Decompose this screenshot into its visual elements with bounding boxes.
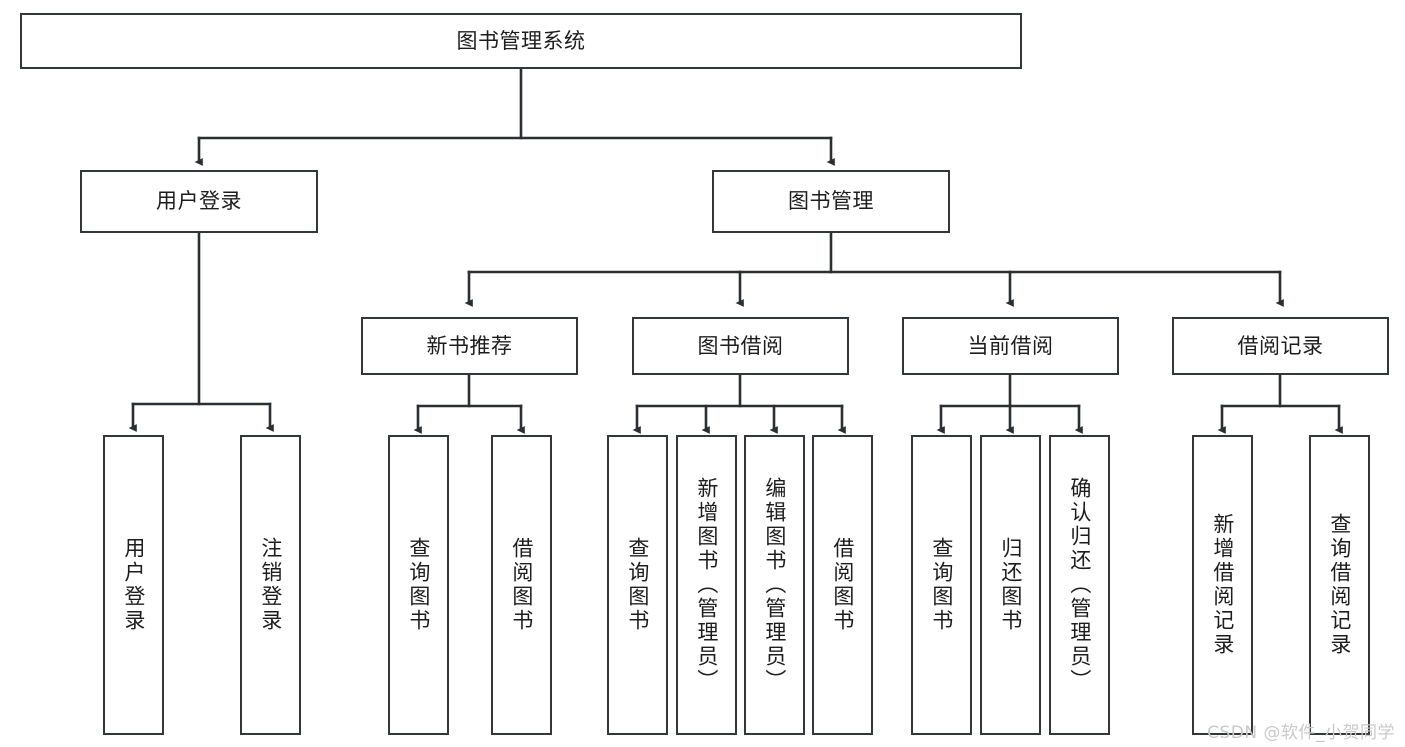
node-book-borrow-label: 图书借阅 [697,333,784,358]
leaf-query-book-3-label: 查询图书 [929,537,954,633]
watermark: CSDN @软件_小贺同学 [1207,723,1395,743]
leaf-add-book-label: 新增图书（管理员） [694,477,719,693]
leaf-borrow-book-1-label: 借阅图书 [509,537,534,633]
node-new-book-recommend[interactable]: 新书推荐 [361,317,578,375]
leaf-query-book-2[interactable]: 查询图书 [607,435,668,735]
node-current-borrow-label: 当前借阅 [967,333,1054,358]
leaf-query-book-1-label: 查询图书 [406,537,431,633]
node-user-login-label: 用户登录 [156,189,242,214]
leaf-borrow-book-2[interactable]: 借阅图书 [812,435,873,735]
leaf-logout-login[interactable]: 注销登录 [240,435,301,735]
node-root-label: 图书管理系统 [456,28,586,53]
leaf-logout-login-label: 注销登录 [258,537,283,633]
leaf-edit-book-label: 编辑图书（管理员） [762,477,787,693]
leaf-user-login[interactable]: 用户登录 [103,435,164,735]
node-borrow-record[interactable]: 借阅记录 [1172,317,1389,375]
leaf-query-book-1[interactable]: 查询图书 [388,435,449,735]
leaf-add-record-label: 新增借阅记录 [1210,513,1235,657]
leaf-add-book[interactable]: 新增图书（管理员） [676,435,737,735]
leaf-edit-book[interactable]: 编辑图书（管理员） [744,435,805,735]
leaf-confirm-return-label: 确认归还（管理员） [1067,477,1092,693]
leaf-query-book-2-label: 查询图书 [625,537,650,633]
leaf-borrow-book-1[interactable]: 借阅图书 [491,435,552,735]
leaf-query-book-3[interactable]: 查询图书 [911,435,972,735]
node-book-borrow[interactable]: 图书借阅 [632,317,849,375]
leaf-add-record[interactable]: 新增借阅记录 [1192,435,1253,735]
leaf-query-record[interactable]: 查询借阅记录 [1309,435,1370,735]
node-current-borrow[interactable]: 当前借阅 [902,317,1119,375]
leaf-query-record-label: 查询借阅记录 [1327,513,1352,657]
node-book-manage-label: 图书管理 [788,189,874,214]
leaf-user-login-label: 用户登录 [121,537,146,633]
node-new-book-recommend-label: 新书推荐 [426,333,513,358]
node-root[interactable]: 图书管理系统 [20,13,1022,69]
leaf-borrow-book-2-label: 借阅图书 [830,537,855,633]
leaf-return-book[interactable]: 归还图书 [980,435,1041,735]
leaf-return-book-label: 归还图书 [998,537,1023,633]
node-borrow-record-label: 借阅记录 [1237,333,1324,358]
node-book-manage[interactable]: 图书管理 [712,170,950,233]
leaf-confirm-return[interactable]: 确认归还（管理员） [1049,435,1110,735]
node-user-login[interactable]: 用户登录 [80,170,318,233]
